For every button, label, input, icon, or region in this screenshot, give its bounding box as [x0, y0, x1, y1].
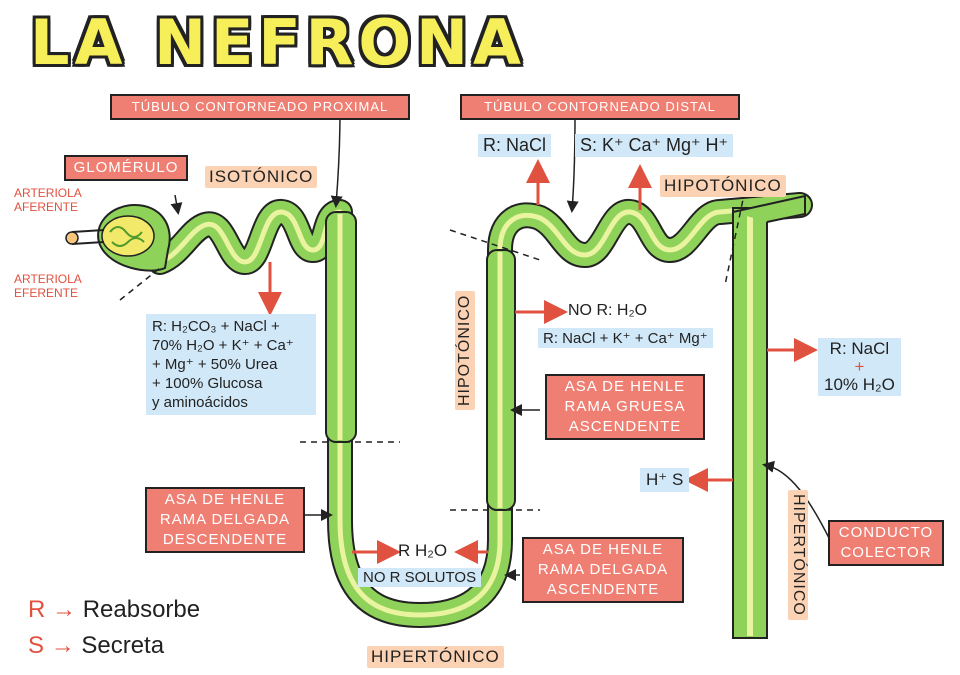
glomerulus-icon	[101, 215, 155, 257]
label-hipotonico-distal: HIPOTÓNICO	[660, 175, 786, 197]
label-hipertonico-vertical: HIPERTÓNICO	[788, 490, 808, 620]
tubule	[147, 192, 813, 628]
page-title: LA NEFRONA	[30, 6, 526, 79]
legend-item-reabsorbe: R → Reabsorbe	[28, 596, 201, 623]
gruesa-r: R: NaCl + K⁺ + Ca⁺ Mg⁺	[538, 328, 713, 348]
tag-proximal: TÚBULO CONTORNEADO PROXIMAL	[110, 94, 410, 120]
transport-arrows	[258, 159, 818, 564]
distal-reabsorb: R: NaCl	[478, 134, 552, 157]
label-hipertonico-bottom: HIPERTÓNICO	[367, 646, 504, 668]
collecting-duct	[732, 194, 806, 639]
pointer-lines	[170, 111, 831, 581]
colector-s: H⁺ S	[640, 468, 690, 492]
gruesa-no-r: NO R: H₂O	[568, 302, 648, 319]
colector-r: R: NaCl+10% H₂O	[818, 338, 901, 396]
bottom-no-r-solutos: NO R SOLUTOS	[358, 568, 482, 587]
label-isotonico: ISOTÓNICO	[205, 166, 318, 188]
tag-distal: TÚBULO CONTORNEADO DISTAL	[460, 94, 740, 120]
distal-secrete: S: K⁺ Ca⁺ Mg⁺ H⁺	[575, 134, 734, 157]
divider-lines	[119, 189, 746, 511]
bowman-capsule	[65, 203, 171, 272]
tag-glomerulo: GLOMÉRULO	[64, 155, 188, 181]
bottom-r-h2o: R H₂O	[398, 541, 448, 560]
proximal-reabsorption: R: H₂CO₃ + NaCl + 70% H₂O + K⁺ + Ca⁺ + M…	[146, 314, 316, 415]
label-hipotonico-vertical: HIPOTÓNICO	[455, 290, 475, 410]
legend: R → Reabsorbe S → Secreta	[28, 592, 200, 664]
legend-item-secreta: S → Secreta	[28, 632, 165, 659]
